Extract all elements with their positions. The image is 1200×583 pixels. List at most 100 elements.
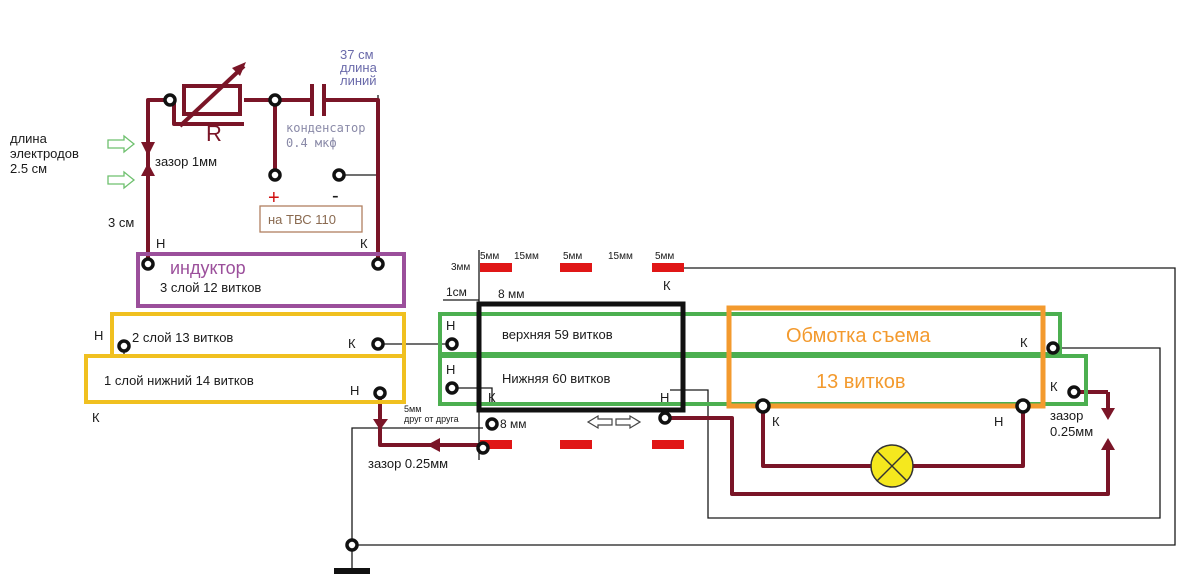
terminal-upper-start [445, 337, 459, 351]
terminal-layer1-start [373, 386, 387, 400]
power-minus-label: - [332, 185, 339, 207]
gap-right-top-arrowhead [1101, 408, 1115, 420]
terminal-ground [345, 538, 359, 552]
inductor-end-label: К [360, 236, 368, 251]
text-line: длина [10, 131, 48, 146]
inductor-title: индуктор [170, 258, 246, 278]
electrode-length-arrows [107, 134, 136, 190]
upper-winding-end-label: К [663, 278, 671, 293]
electrode-gap-label: зазор 1мм [155, 154, 217, 169]
spacing-marks [480, 263, 684, 449]
capacitor-plate-right [322, 84, 326, 116]
wire-outer-right [352, 267, 1176, 546]
dim-5mm-a: 5мм [480, 251, 499, 262]
gap-bottom-label: зазор 0.25мм [368, 456, 448, 471]
mark-top-1 [480, 263, 512, 272]
text-line: 0.4 мкф [286, 136, 337, 150]
dim-1cm: 1см [446, 285, 467, 299]
text-line: длина [340, 60, 378, 75]
wire-pickup-loop [670, 347, 1161, 519]
ground-symbol [334, 568, 370, 574]
capacitor-plate-left [310, 84, 314, 116]
electrode-height-label: 3 см [108, 215, 134, 230]
lamp-icon [870, 444, 914, 488]
text-line: 37 см [340, 47, 374, 62]
terminal-lower-start [445, 381, 459, 395]
layer2-start-label: Н [94, 328, 103, 343]
gap-bottom-arrowhead [427, 438, 440, 452]
terminal-inductor-start [141, 257, 155, 271]
wire-cap-right [324, 98, 380, 262]
dim-15mm-a: 15мм [514, 251, 539, 262]
text-line: зазор [1050, 408, 1083, 423]
core-black-box [476, 301, 686, 413]
terminal-layer2-end [371, 337, 385, 351]
layer2-end-label: К [348, 336, 356, 351]
resistor-arrow-shaft [178, 64, 246, 128]
terminal-resistor-right [268, 93, 282, 107]
dim-8mm-bottom: 8 мм [500, 417, 527, 431]
mark-bottom-2 [560, 440, 592, 449]
terminal-lamp-start [755, 398, 771, 414]
resistor-body [182, 84, 242, 116]
lower-winding-mid-label: К [488, 390, 496, 405]
terminal-ground-link [476, 441, 490, 455]
green-arrow-lower-icon [107, 170, 136, 190]
terminal-inductor-end [371, 257, 385, 271]
pickup-end-lower-label: К [1050, 379, 1058, 394]
text-line: линий [340, 73, 377, 88]
pickup-turns: 13 витков [816, 371, 905, 393]
terminal-layer2-start [117, 339, 131, 353]
text-line: электродов [10, 146, 79, 161]
terminals [117, 93, 1081, 552]
lamp-start-label: К [772, 414, 780, 429]
lower-winding-start-label: Н [446, 362, 455, 377]
dim-5mm-b: 5мм [563, 251, 582, 262]
pickup-title: Обмотка съема [786, 325, 931, 347]
terminal-electrode-top [163, 93, 177, 107]
text-line: друг от друга [404, 414, 459, 424]
mark-bottom-1 [480, 440, 512, 449]
terminal-lower-mid [485, 417, 499, 431]
mark-top-2 [560, 263, 592, 272]
terminal-minus [332, 168, 346, 182]
wire-lower-winding [452, 387, 493, 405]
lower-winding-end-label: Н [660, 390, 669, 405]
thin-wires [96, 95, 1176, 568]
wire-winding-to-gap [665, 416, 1110, 496]
terminal-plus [268, 168, 282, 182]
dim-8mm-top: 8 мм [498, 287, 525, 301]
lower-winding-label: Нижняя 60 витков [502, 371, 610, 386]
layer2-label: 2 слой 13 витков [132, 330, 233, 345]
terminal-lamp-end [1015, 398, 1031, 414]
text-line: 2.5 см [10, 161, 47, 176]
gap-bottom-arrowhead-2 [373, 419, 388, 430]
power-label-box [259, 205, 363, 233]
terminal-pickup-upper-end [1046, 341, 1060, 355]
pickup-end-upper-label: К [1020, 335, 1028, 350]
layer1-end-label: К [92, 410, 100, 425]
resistor-arrow-head [232, 62, 246, 76]
gap-right-bottom-arrowhead [1101, 438, 1115, 450]
layer1-box [84, 354, 406, 404]
dim-3mm: 3мм [451, 262, 470, 273]
mark-bottom-3 [652, 440, 684, 449]
text-line: 0.25мм [1050, 424, 1093, 439]
terminal-pickup-lower-end [1067, 385, 1081, 399]
power-plus-label: + [268, 187, 280, 209]
terminal-lower-end [658, 411, 672, 425]
green-arrow-upper-icon [107, 134, 136, 154]
electrode-lower-arrowhead [141, 163, 155, 176]
double-arrow-icon [586, 414, 642, 430]
text-line: конденсатор [286, 121, 365, 135]
text-line: 5мм [404, 404, 421, 414]
layer1-start-label: Н [350, 383, 359, 398]
wire-ground-branch [351, 427, 483, 545]
inductor-box [136, 252, 406, 308]
